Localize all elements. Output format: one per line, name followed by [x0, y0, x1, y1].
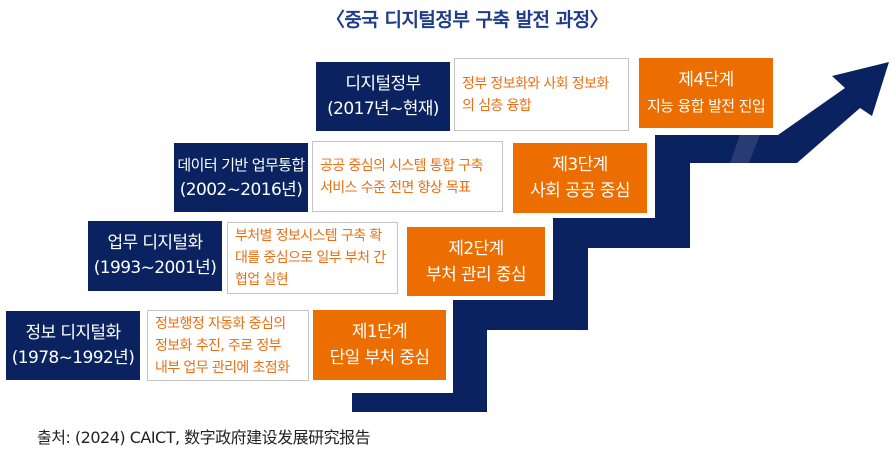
description-line: 대를 중심으로 일부 부처 간 [235, 250, 386, 266]
description-line: 공공 중심의 시스템 통합 구축 [320, 157, 483, 174]
description-line: 부처별 정보시스템 구축 확 [235, 228, 382, 244]
stage-label: 제3단계 [552, 155, 608, 175]
era-title: 데이터 기반 업무통합 [177, 155, 305, 174]
stage-focus: 단일 부처 중심 [329, 348, 430, 368]
description-box-3: 공공 중심의 시스템 통합 구축 서비스 수준 전면 향상 목표 [312, 141, 503, 212]
stage-box-1: 제1단계 단일 부처 중심 [313, 310, 446, 380]
description-box-4: 정부 정보화와 사회 정보화 의 심층 융합 [454, 58, 629, 131]
stage-focus: 부처 관리 중심 [426, 264, 526, 285]
description-line: 내부 업무 관리에 초점화 [155, 359, 290, 376]
stage-focus: 지능 융합 발전 진입 [646, 97, 766, 115]
stage-box-2: 제2단계 부처 관리 중심 [407, 227, 545, 296]
stage-focus: 사회 공공 중심 [530, 181, 630, 201]
description-line: 정보화 추진, 주로 정부 [155, 337, 282, 354]
source-caption: 출처: (2024) CAICT, 数字政府建设发展研究报告 [37, 428, 371, 447]
diagram-title: 〈중국 디지털정부 구축 발전 과정〉 [325, 9, 609, 31]
description-line: 협업 실현 [235, 272, 289, 288]
era-box-1: 정보 디지털화 (1978~1992년) [6, 311, 140, 380]
description-line: 정부 정보화와 사회 정보화 [462, 75, 609, 92]
description-line: 정보행정 자동화 중심의 [155, 315, 286, 332]
description-box-2: 부처별 정보시스템 구축 확 대를 중심으로 일부 부처 간 협업 실현 [227, 222, 398, 294]
description-line: 서비스 수준 전면 향상 목표 [320, 179, 471, 196]
era-period: (1978~1992년) [11, 347, 135, 368]
era-period: (1993~2001년) [93, 258, 217, 278]
era-box-3: 데이터 기반 업무통합 (2002~2016년) [174, 143, 308, 212]
stage-box-4: 제4단계 지능 융합 발전 진입 [639, 58, 773, 128]
stage-label: 제4단계 [678, 70, 734, 90]
description-box-1: 정보행정 자동화 중심의 정보화 추진, 주로 정부 내부 업무 관리에 초점화 [147, 310, 309, 381]
stage-label: 제1단계 [351, 322, 408, 342]
stage-box-3: 제3단계 사회 공공 중심 [513, 143, 647, 213]
stage-label: 제2단계 [448, 238, 504, 259]
era-title: 디지털정부 [345, 73, 421, 94]
era-title: 업무 디지털화 [107, 233, 203, 253]
era-period: (2017년~현재) [327, 98, 439, 119]
era-box-2: 업무 디지털화 (1993~2001년) [88, 221, 222, 291]
era-title: 정보 디지털화 [25, 322, 121, 343]
rising-stairs-arrow-icon [352, 62, 889, 412]
description-line: 의 심층 융합 [462, 97, 532, 114]
era-box-4: 디지털정부 (2017년~현재) [316, 62, 450, 131]
era-period: (2002~2016년) [179, 179, 303, 200]
